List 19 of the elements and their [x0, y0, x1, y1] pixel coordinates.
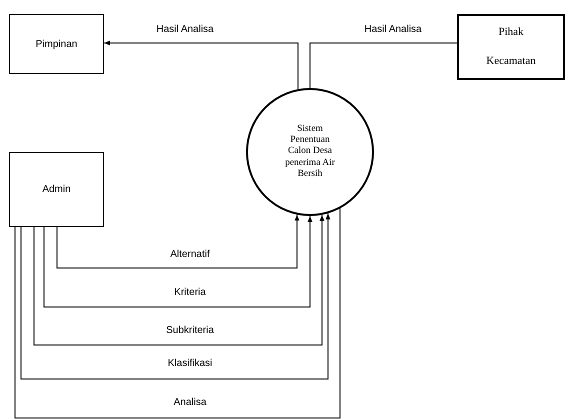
arrow [44, 216, 312, 308]
entity-box [457, 14, 565, 80]
node-label: Pimpinan [36, 38, 78, 50]
edge-label: Hasil Analisa [154, 24, 216, 35]
entity-box [9, 152, 104, 227]
entity-box [9, 14, 104, 74]
arrow [56, 214, 300, 268]
edge-label: Hasil Analisa [362, 24, 424, 35]
node-label: Sistem Penentuan Calon Desa penerima Air Bersih [284, 124, 336, 180]
node-label: Pihak Kecamatan [485, 25, 537, 69]
arrow [34, 214, 324, 346]
node-label: Admin [42, 184, 71, 195]
edge-label: Kriteria [172, 287, 208, 298]
edge-label: Klasifikasi [166, 358, 214, 369]
arrow [104, 40, 298, 90]
edge-label: Subkriteria [164, 325, 216, 336]
arrow [20, 212, 330, 380]
edge-label: Alternatif [168, 249, 212, 260]
edge-label: Analisa [172, 397, 208, 408]
